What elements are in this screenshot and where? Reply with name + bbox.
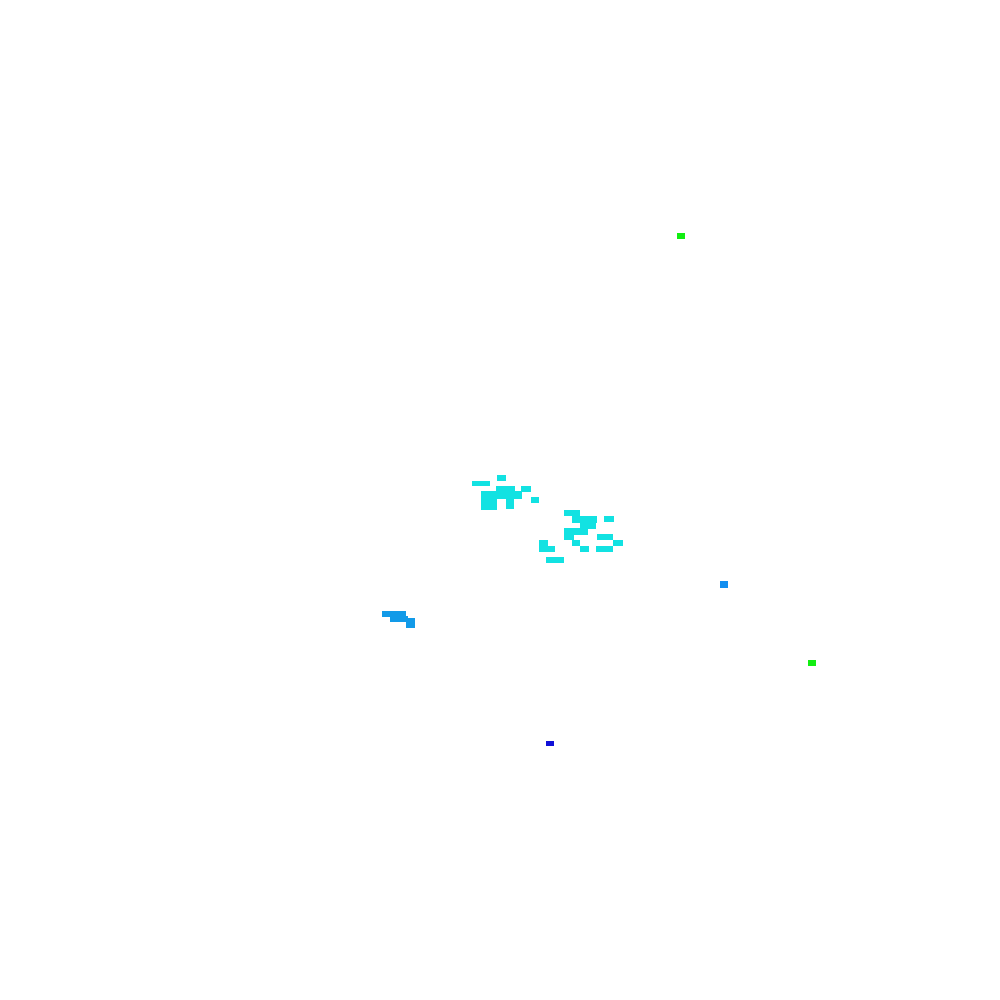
sky-blue-speck [390,616,408,622]
cyan-speck [580,522,596,529]
cyan-speck [546,557,564,563]
cyan-speck [539,546,555,552]
cyan-speck [564,528,588,535]
azure-speck [720,581,728,588]
cyan-speck [572,540,580,546]
cyan-speck [564,510,580,516]
cyan-speck [597,534,613,540]
cyan-speck [580,546,589,552]
cyan-speck [613,540,623,546]
cyan-speck [521,486,531,492]
cyan-speck [604,516,614,522]
cyan-speck [572,516,597,523]
cyan-speck [531,497,539,503]
green-speck-top [677,233,685,239]
sky-blue-speck [406,618,415,628]
cyan-speck [481,498,497,510]
cyan-speck [496,486,515,493]
sky-blue-cluster [382,611,415,628]
cyan-speck [497,475,506,481]
cyan-speck [596,546,613,552]
cyan-speck [506,498,514,509]
cyan-speck [472,481,490,486]
green-speck-right [808,660,816,666]
blue-speck [546,741,554,746]
cyan-cluster-upper [472,475,539,510]
sky-blue-speck [382,611,406,617]
cyan-speck [564,534,574,540]
cyan-speck [539,540,548,547]
cyan-cluster-lower [539,510,623,563]
cyan-speck [481,491,522,499]
